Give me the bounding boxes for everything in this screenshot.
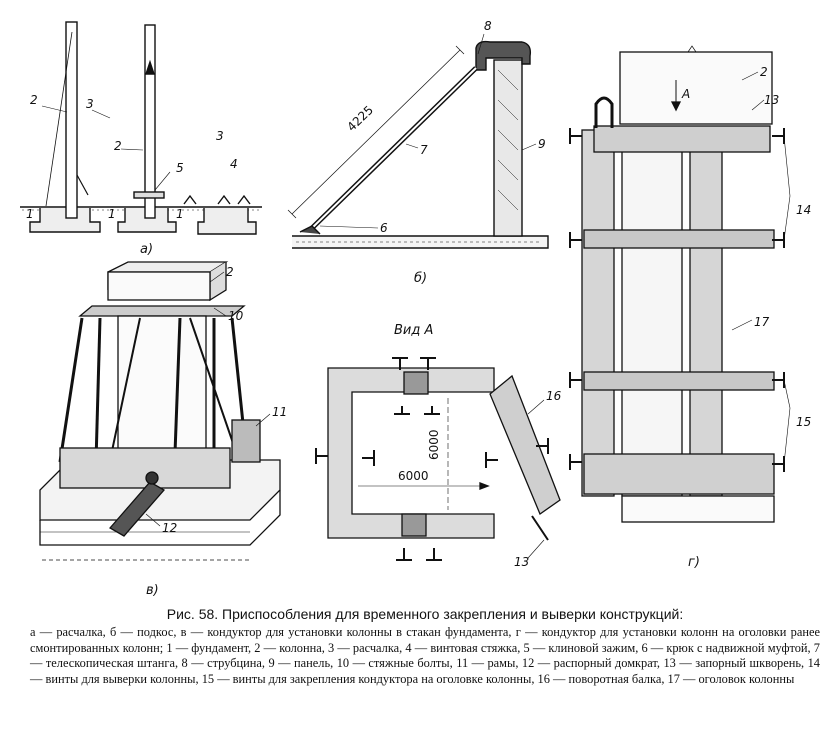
dimension-d-6000-vertical: 6000 <box>427 429 441 460</box>
label-b-9: 9 <box>538 137 546 151</box>
arrow-label-a: А <box>681 87 690 101</box>
subfigure-a <box>20 21 262 235</box>
label-a-2-right: 2 <box>114 139 122 153</box>
label-b-6: 6 <box>380 221 388 235</box>
subfigure-e-labels: А 2 13 14 17 15 г) <box>681 65 811 570</box>
label-e-13: 13 <box>764 93 779 107</box>
label-d-13: 13 <box>514 555 529 569</box>
label-e-17: 17 <box>754 315 770 329</box>
label-a-1-third: 1 <box>176 207 184 221</box>
label-a-2-left: 2 <box>30 93 38 107</box>
label-c-11: 11 <box>272 405 287 419</box>
label-a-5: 5 <box>176 161 184 175</box>
label-b-7: 7 <box>420 143 428 157</box>
label-a-1-first: 1 <box>26 207 34 221</box>
caption-c: в) <box>146 583 159 598</box>
caption-body: а — расчалка, б — подкос, в — кондуктор … <box>30 625 820 686</box>
dimension-b-4225: 4225 <box>344 103 376 134</box>
label-a-3-left: 3 <box>86 97 94 111</box>
label-d-16: 16 <box>546 389 562 403</box>
caption-a: а) <box>140 242 153 257</box>
label-c-10: 10 <box>228 309 244 323</box>
view-a-title: Вид А <box>394 323 433 338</box>
subfigure-c <box>39 261 281 561</box>
label-e-14: 14 <box>796 203 811 217</box>
label-c-12: 12 <box>162 521 177 535</box>
label-a-3-right: 3 <box>216 129 224 143</box>
label-a-1-second: 1 <box>108 207 116 221</box>
subfigure-e <box>569 45 791 523</box>
subfigure-c-labels: 2 10 11 12 в) <box>146 265 287 598</box>
label-a-4: 4 <box>230 157 238 171</box>
label-c-2: 2 <box>226 265 234 279</box>
label-e-15: 15 <box>796 415 811 429</box>
dimension-d-6000-horizontal: 6000 <box>398 469 429 483</box>
subfigure-b <box>287 33 549 249</box>
caption-b: б) <box>414 271 427 286</box>
caption-title: Рис. 58. Приспособления для временного з… <box>166 606 684 622</box>
subfigure-a-labels: 2 3 2 5 3 4 1 1 1 а) <box>26 93 238 257</box>
figure-caption: Рис. 58. Приспособления для временного з… <box>30 606 820 687</box>
subfigure-d-labels: Вид А 6000 6000 16 13 <box>394 323 562 569</box>
caption-e: г) <box>688 555 700 570</box>
label-b-8: 8 <box>484 19 492 33</box>
figure-drawing: 2 3 2 5 3 4 1 1 1 а) <box>20 19 811 598</box>
label-e-2: 2 <box>760 65 768 79</box>
subfigure-d <box>315 357 561 561</box>
